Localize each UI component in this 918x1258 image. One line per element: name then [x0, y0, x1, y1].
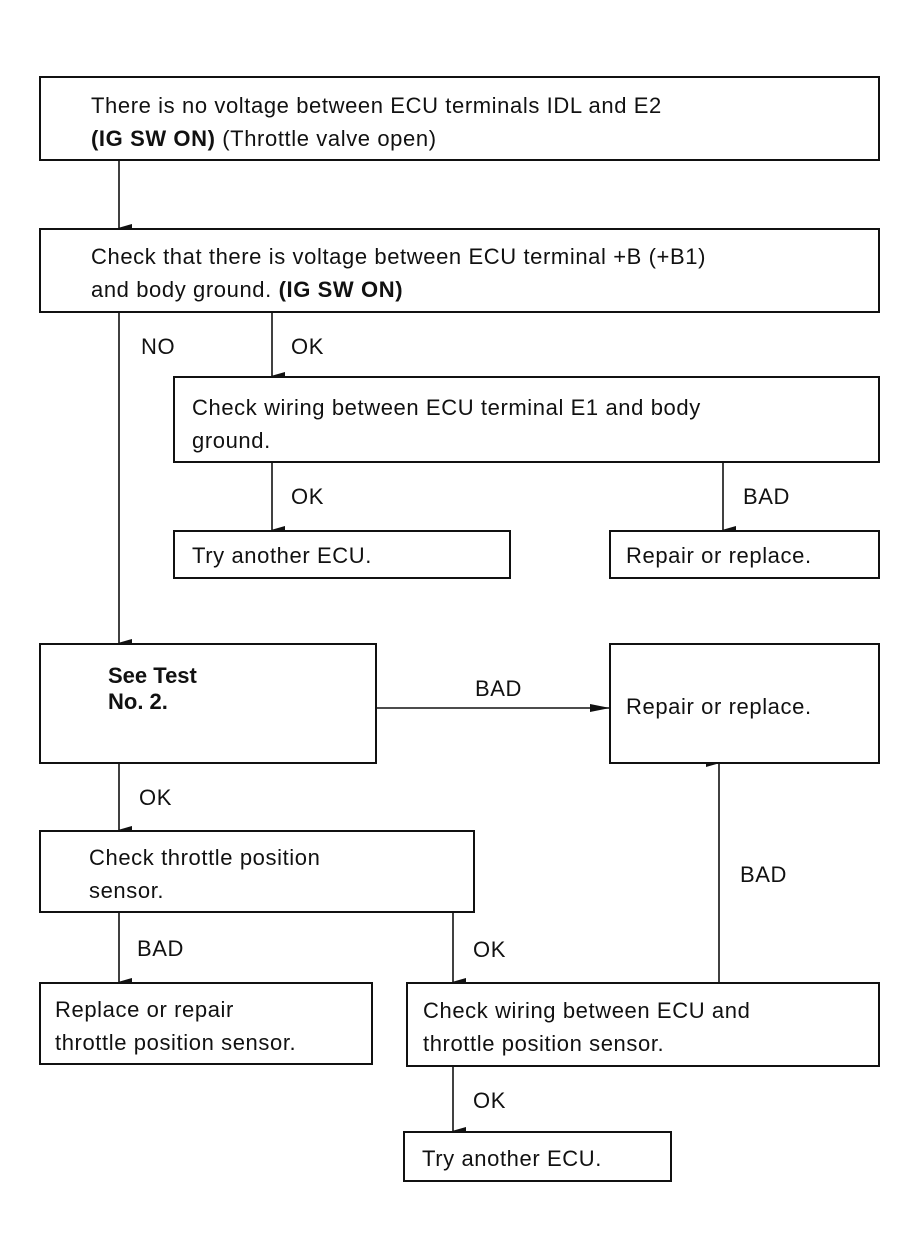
repair-or-replace-box-2: Repair or replace. [609, 643, 880, 764]
label-ok: OK [473, 937, 506, 962]
repair-or-replace-text-1: Repair or replace. [626, 543, 812, 568]
check-wiring-tps-line-2: throttle position sensor. [423, 1031, 665, 1056]
check-wiring-e1-box: Check wiring between ECU terminal E1 and… [173, 376, 880, 463]
see-test-line-2: No. 2. [108, 689, 168, 714]
label-bad: BAD [740, 862, 788, 887]
label-bad: BAD [743, 484, 791, 509]
try-another-ecu-box-2: Try another ECU. [403, 1131, 672, 1182]
throttle-valve-note: (Throttle valve open) [215, 126, 437, 151]
replace-tps-line-1: Replace or repair [55, 997, 234, 1022]
label-ok: OK [291, 484, 324, 509]
label-ok: OK [139, 785, 172, 810]
label-ok: OK [291, 334, 324, 359]
replace-tps-line-2: throttle position sensor. [55, 1030, 297, 1055]
repair-or-replace-box-1: Repair or replace. [609, 530, 880, 579]
check-voltage-box: Check that there is voltage between ECU … [39, 228, 880, 313]
check-voltage-line-1: Check that there is voltage between ECU … [91, 244, 707, 269]
start-box: There is no voltage between ECU terminal… [39, 76, 880, 161]
replace-tps-box: Replace or repair throttle position sens… [39, 982, 373, 1065]
check-tps-line-2: sensor. [89, 878, 165, 903]
label-ok: OK [473, 1088, 506, 1113]
try-another-ecu-text-2: Try another ECU. [422, 1146, 602, 1171]
check-tps-box: Check throttle position sensor. [39, 830, 475, 913]
label-no: NO [141, 334, 176, 359]
check-voltage-line-2: and body ground. (IG SW ON) [91, 273, 403, 306]
start-line-2: (IG SW ON) (Throttle valve open) [91, 122, 437, 155]
start-line-1: There is no voltage between ECU terminal… [91, 93, 662, 118]
check-wiring-tps-box: Check wiring between ECU and throttle po… [406, 982, 880, 1067]
try-another-ecu-box-1: Try another ECU. [173, 530, 511, 579]
ig-sw-on-note: (IG SW ON) [278, 277, 404, 302]
label-bad: BAD [475, 676, 523, 701]
check-tps-line-1: Check throttle position [89, 845, 321, 870]
body-ground-text: and body ground. [91, 277, 279, 302]
label-bad: BAD [137, 936, 185, 961]
ig-sw-on-note: (IG SW ON) [91, 126, 216, 151]
repair-or-replace-text-2: Repair or replace. [626, 694, 812, 719]
see-test-line-1: See Test [108, 663, 197, 688]
see-test-box: See Test No. 2. [39, 643, 377, 764]
check-wiring-e1-line-1: Check wiring between ECU terminal E1 and… [192, 395, 701, 420]
check-wiring-e1-line-2: ground. [192, 428, 271, 453]
check-wiring-tps-line-1: Check wiring between ECU and [423, 998, 751, 1023]
try-another-ecu-text-1: Try another ECU. [192, 543, 372, 568]
